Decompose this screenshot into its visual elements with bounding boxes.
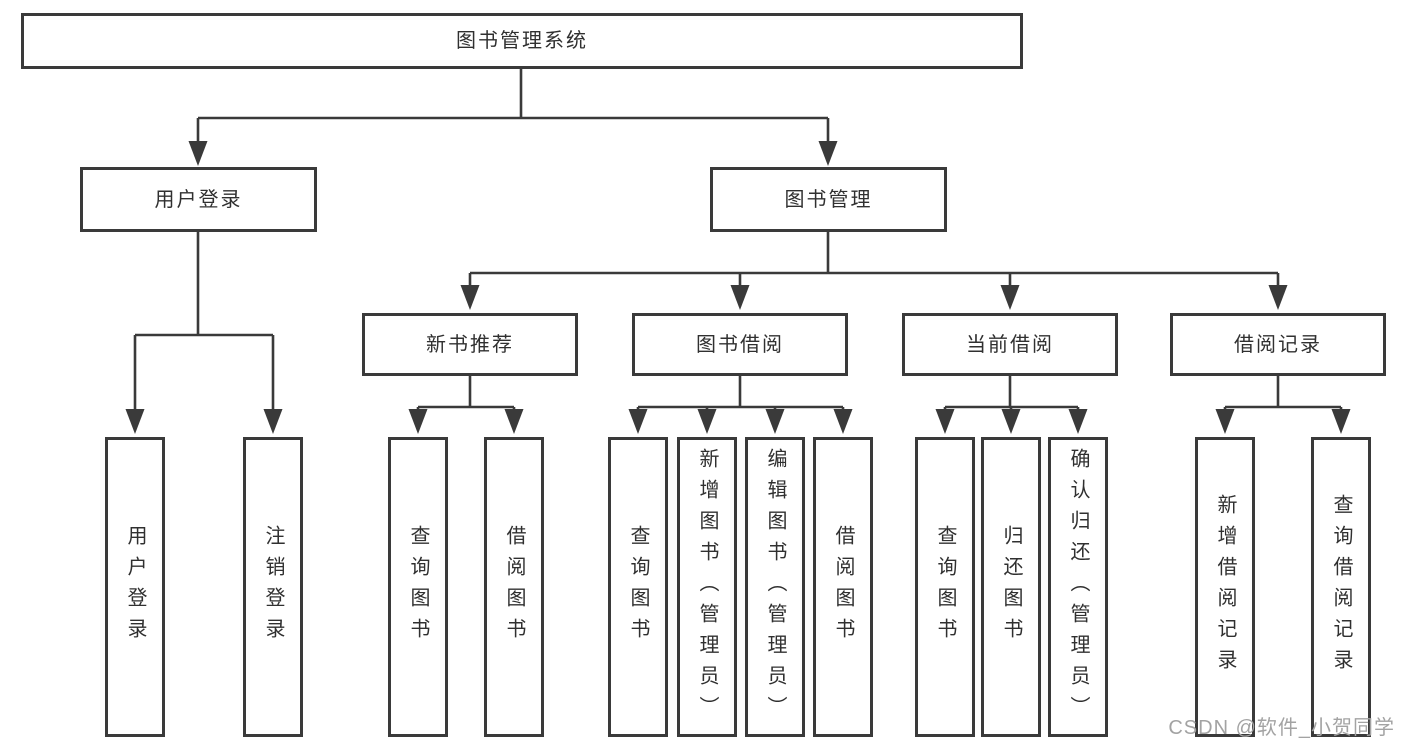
arrow-to-leaf-borrow-books-recommend xyxy=(504,409,524,434)
leaf-add-books-admin: 新增图书（管理员） xyxy=(677,437,737,737)
leaf-logout-login: 注销登录 xyxy=(243,437,303,737)
watermark: CSDN @软件_小贺同学 xyxy=(1168,717,1395,739)
node-book-management: 图书管理 xyxy=(710,167,947,232)
arrow-to-current-borrowing xyxy=(1000,285,1020,310)
arrow-to-book-management xyxy=(818,141,838,166)
arrow-to-leaf-add-books-admin xyxy=(697,409,717,434)
node-new-book-recommendation: 新书推荐 xyxy=(362,313,578,376)
node-book-borrowing: 图书借阅 xyxy=(632,313,848,376)
node-current-borrowing: 当前借阅 xyxy=(902,313,1118,376)
leaf-query-borrow-record: 查询借阅记录 xyxy=(1311,437,1371,737)
arrow-to-leaf-user-login xyxy=(125,409,145,434)
leaf-query-books-current: 查询图书 xyxy=(915,437,975,737)
leaf-edit-books-admin: 编辑图书（管理员） xyxy=(745,437,805,737)
leaf-borrow-books-recommend: 借阅图书 xyxy=(484,437,544,737)
arrow-to-user-login xyxy=(188,141,208,166)
arrow-to-leaf-logout xyxy=(263,409,283,434)
arrowheads xyxy=(125,141,1351,434)
leaf-add-borrow-record: 新增借阅记录 xyxy=(1195,437,1255,737)
arrow-to-leaf-borrow-books-borrowing xyxy=(833,409,853,434)
leaf-borrow-books-borrowing: 借阅图书 xyxy=(813,437,873,737)
node-library-management-system: 图书管理系统 xyxy=(21,13,1023,69)
leaf-query-books-recommend: 查询图书 xyxy=(388,437,448,737)
node-borrowing-records: 借阅记录 xyxy=(1170,313,1386,376)
arrow-to-book-borrowing xyxy=(730,285,750,310)
arrow-to-leaf-edit-books-admin xyxy=(765,409,785,434)
arrow-to-leaf-add-borrow-record xyxy=(1215,409,1235,434)
arrow-to-leaf-query-borrow-record xyxy=(1331,409,1351,434)
leaf-confirm-return-admin: 确认归还（管理员） xyxy=(1048,437,1108,737)
leaf-return-books: 归还图书 xyxy=(981,437,1041,737)
node-user-login: 用户登录 xyxy=(80,167,317,232)
arrow-to-borrowing-records xyxy=(1268,285,1288,310)
leaf-user-login: 用户登录 xyxy=(105,437,165,737)
arrow-to-leaf-query-books-recommend xyxy=(408,409,428,434)
arrow-to-leaf-return-books xyxy=(1001,409,1021,434)
arrow-to-leaf-confirm-return-admin xyxy=(1068,409,1088,434)
arrow-to-leaf-query-books-borrowing xyxy=(628,409,648,434)
arrow-to-leaf-query-books-current xyxy=(935,409,955,434)
leaf-query-books-borrowing: 查询图书 xyxy=(608,437,668,737)
arrow-to-new-book-recommendation xyxy=(460,285,480,310)
